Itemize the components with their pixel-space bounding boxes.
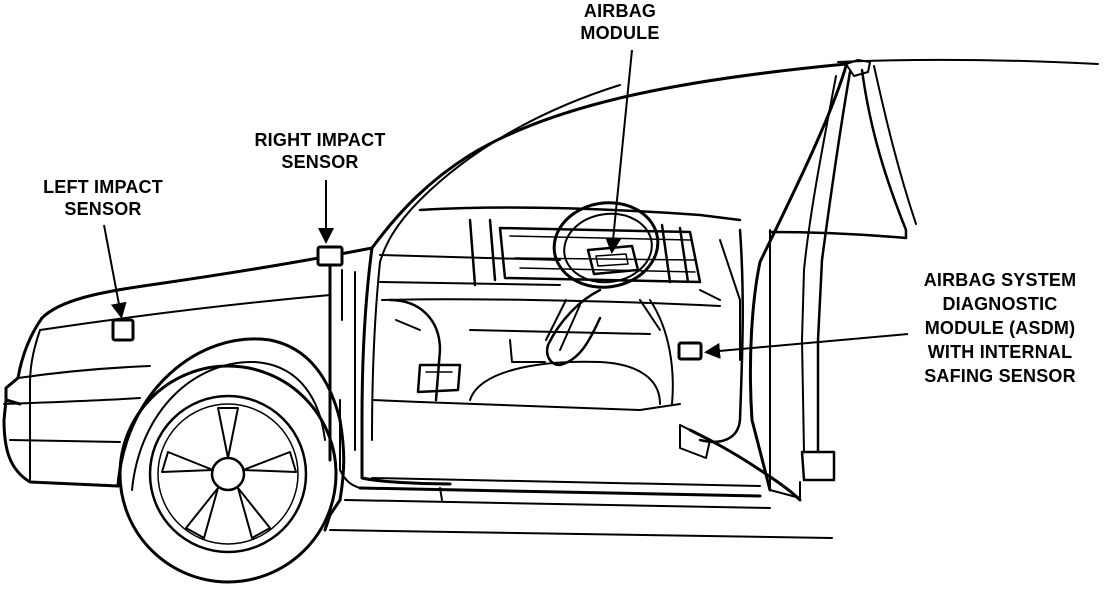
right-impact-sensor-label: RIGHT IMPACT SENSOR: [230, 129, 410, 173]
left-impact-sensor-label-line-2: SENSOR: [64, 199, 142, 219]
car-body-side: [323, 260, 833, 539]
leader-line-asdm: [704, 333, 909, 359]
car-roof-and-windshield: [370, 58, 1099, 263]
door-pillar: [679, 64, 917, 502]
asdm-label-line-1: AIRBAG SYSTEM: [923, 270, 1077, 290]
asdm-module: [677, 341, 703, 361]
leader-line-airbag-module: [605, 49, 633, 254]
left-impact-sensor: [111, 318, 135, 342]
airbag-module-label: AIRBAG MODULE: [560, 0, 680, 44]
leader-lines: [103, 49, 909, 359]
left-impact-sensor-label: LEFT IMPACT SENSOR: [18, 176, 188, 220]
front-wheel: [116, 337, 346, 584]
asdm-label-line-3: MODULE (ASDM): [924, 318, 1076, 338]
asdm-label-line-5: SAFING SENSOR: [924, 366, 1076, 386]
car-hood-and-front: [2, 246, 374, 488]
steering-wheel: [545, 201, 660, 367]
dashboard: [379, 206, 742, 361]
left-impact-sensor-label-line-1: LEFT IMPACT: [43, 177, 163, 197]
asdm-label-line-2: DIAGNOSTIC: [942, 294, 1058, 314]
asdm-label-line-4: WITH INTERNAL: [927, 342, 1073, 362]
asdm-label: AIRBAG SYSTEM DIAGNOSTIC MODULE (ASDM) W…: [900, 268, 1100, 388]
right-impact-sensor-label-line-2: SENSOR: [281, 152, 359, 172]
door-opening: [360, 246, 761, 487]
right-impact-sensor: [316, 245, 344, 267]
interior-seats-and-floor: [388, 298, 674, 405]
leader-line-left-sensor: [103, 224, 127, 319]
right-impact-sensor-label-line-1: RIGHT IMPACT: [254, 130, 386, 150]
airbag-module-label-line-2: MODULE: [580, 23, 660, 43]
airbag-module-label-line-1: AIRBAG: [583, 1, 657, 21]
